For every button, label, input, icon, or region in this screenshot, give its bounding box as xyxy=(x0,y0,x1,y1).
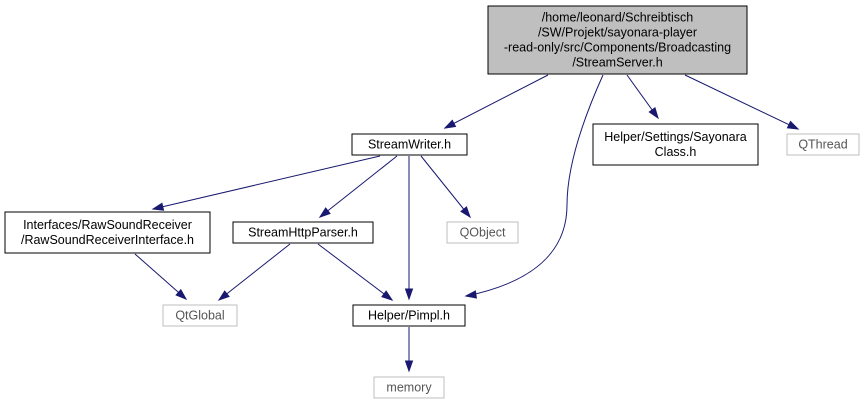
node-box xyxy=(352,304,466,327)
edge-streamserver-to-pimpl xyxy=(464,74,604,299)
edge-arrowhead xyxy=(648,107,659,120)
edge-streamserver-to-qthread xyxy=(684,74,800,130)
node-label-line: Helper/Settings/Sayonara xyxy=(604,130,746,144)
edges-layer xyxy=(134,74,800,373)
node-box xyxy=(786,133,860,156)
edge-streamserver-to-streamwriter xyxy=(443,74,549,129)
node-label-line: Class.h xyxy=(655,145,697,159)
node-label-line: QtGlobal xyxy=(175,309,224,323)
edge-httpparser-to-pimpl xyxy=(317,243,394,301)
node-label-line: StreamWriter.h xyxy=(368,138,451,152)
edge-line xyxy=(134,253,187,300)
edge-line xyxy=(465,74,604,297)
node-label-line: Interfaces/RawSoundReceiver xyxy=(23,218,192,232)
nodes-layer: /home/leonard/Schreibtisch/SW/Projekt/sa… xyxy=(4,5,860,399)
edge-streamwriter-to-httpparser xyxy=(318,155,398,218)
node-memory[interactable]: memory xyxy=(373,376,445,399)
node-box xyxy=(351,133,468,156)
node-label-line: QObject xyxy=(460,226,506,240)
edge-arrowhead xyxy=(404,360,414,373)
edge-arrowhead xyxy=(443,119,457,129)
node-box xyxy=(162,304,238,327)
edge-line xyxy=(444,74,549,129)
node-pimpl[interactable]: Helper/Pimpl.h xyxy=(352,304,466,327)
node-label-line: memory xyxy=(386,381,432,395)
edge-rawsound-to-qtglobal xyxy=(134,253,188,301)
edge-line xyxy=(684,74,799,130)
edge-streamwriter-to-rawsound xyxy=(151,155,381,211)
edge-arrowhead xyxy=(786,120,800,130)
node-streamserver[interactable]: /home/leonard/Schreibtisch/SW/Projekt/sa… xyxy=(487,5,748,75)
node-qtglobal[interactable]: QtGlobal xyxy=(162,304,238,327)
edge-line xyxy=(317,243,393,301)
edge-arrowhead xyxy=(151,202,165,211)
node-box xyxy=(446,221,519,244)
edge-httpparser-to-qtglobal xyxy=(217,243,291,301)
node-box xyxy=(487,5,748,75)
node-box xyxy=(592,123,759,166)
edge-arrowhead xyxy=(381,290,394,301)
edge-arrowhead xyxy=(404,288,414,301)
node-box xyxy=(373,376,445,399)
node-httpparser[interactable]: StreamHttpParser.h xyxy=(232,221,374,244)
node-label-line: Helper/Pimpl.h xyxy=(368,309,450,323)
node-box xyxy=(4,211,211,254)
edge-streamwriter-to-pimpl xyxy=(404,156,414,301)
edge-streamserver-to-sayonaraclass xyxy=(626,74,659,120)
edge-arrowhead xyxy=(460,206,471,219)
node-label-line: -read-only/src/Components/Broadcasting xyxy=(504,41,731,55)
edge-arrowhead xyxy=(464,290,478,299)
edge-streamwriter-to-qobject xyxy=(420,155,471,219)
edge-line xyxy=(319,155,398,218)
node-qthread[interactable]: QThread xyxy=(786,133,860,156)
edge-pimpl-to-memory xyxy=(404,327,414,373)
node-label-line: /RawSoundReceiverInterface.h xyxy=(21,233,194,247)
node-streamwriter[interactable]: StreamWriter.h xyxy=(351,133,468,156)
node-rawsound[interactable]: Interfaces/RawSoundReceiver/RawSoundRece… xyxy=(4,211,211,254)
edge-line xyxy=(420,155,471,218)
node-label-line: /StreamServer.h xyxy=(572,56,662,70)
node-label-line: StreamHttpParser.h xyxy=(248,226,358,240)
edge-arrowhead xyxy=(217,290,230,301)
node-qobject[interactable]: QObject xyxy=(446,221,519,244)
node-label-line: QThread xyxy=(798,138,847,152)
node-box xyxy=(232,221,374,244)
edge-arrowhead xyxy=(318,207,331,218)
edge-arrowhead xyxy=(175,288,188,301)
node-label-line: /home/leonard/Schreibtisch xyxy=(542,11,694,25)
edge-line xyxy=(152,155,381,210)
edge-line xyxy=(218,243,291,301)
node-label-line: /SW/Projekt/sayonara-player xyxy=(538,26,697,40)
